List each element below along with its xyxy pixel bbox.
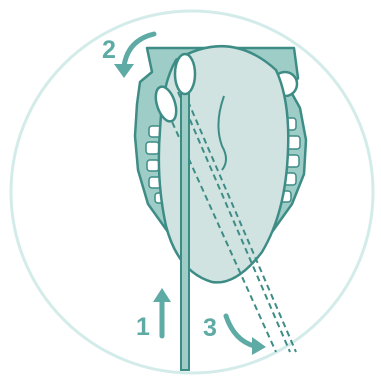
- step-number-3: 3: [203, 314, 217, 342]
- step-number-2: 2: [102, 36, 116, 64]
- step-number-1: 1: [136, 313, 150, 341]
